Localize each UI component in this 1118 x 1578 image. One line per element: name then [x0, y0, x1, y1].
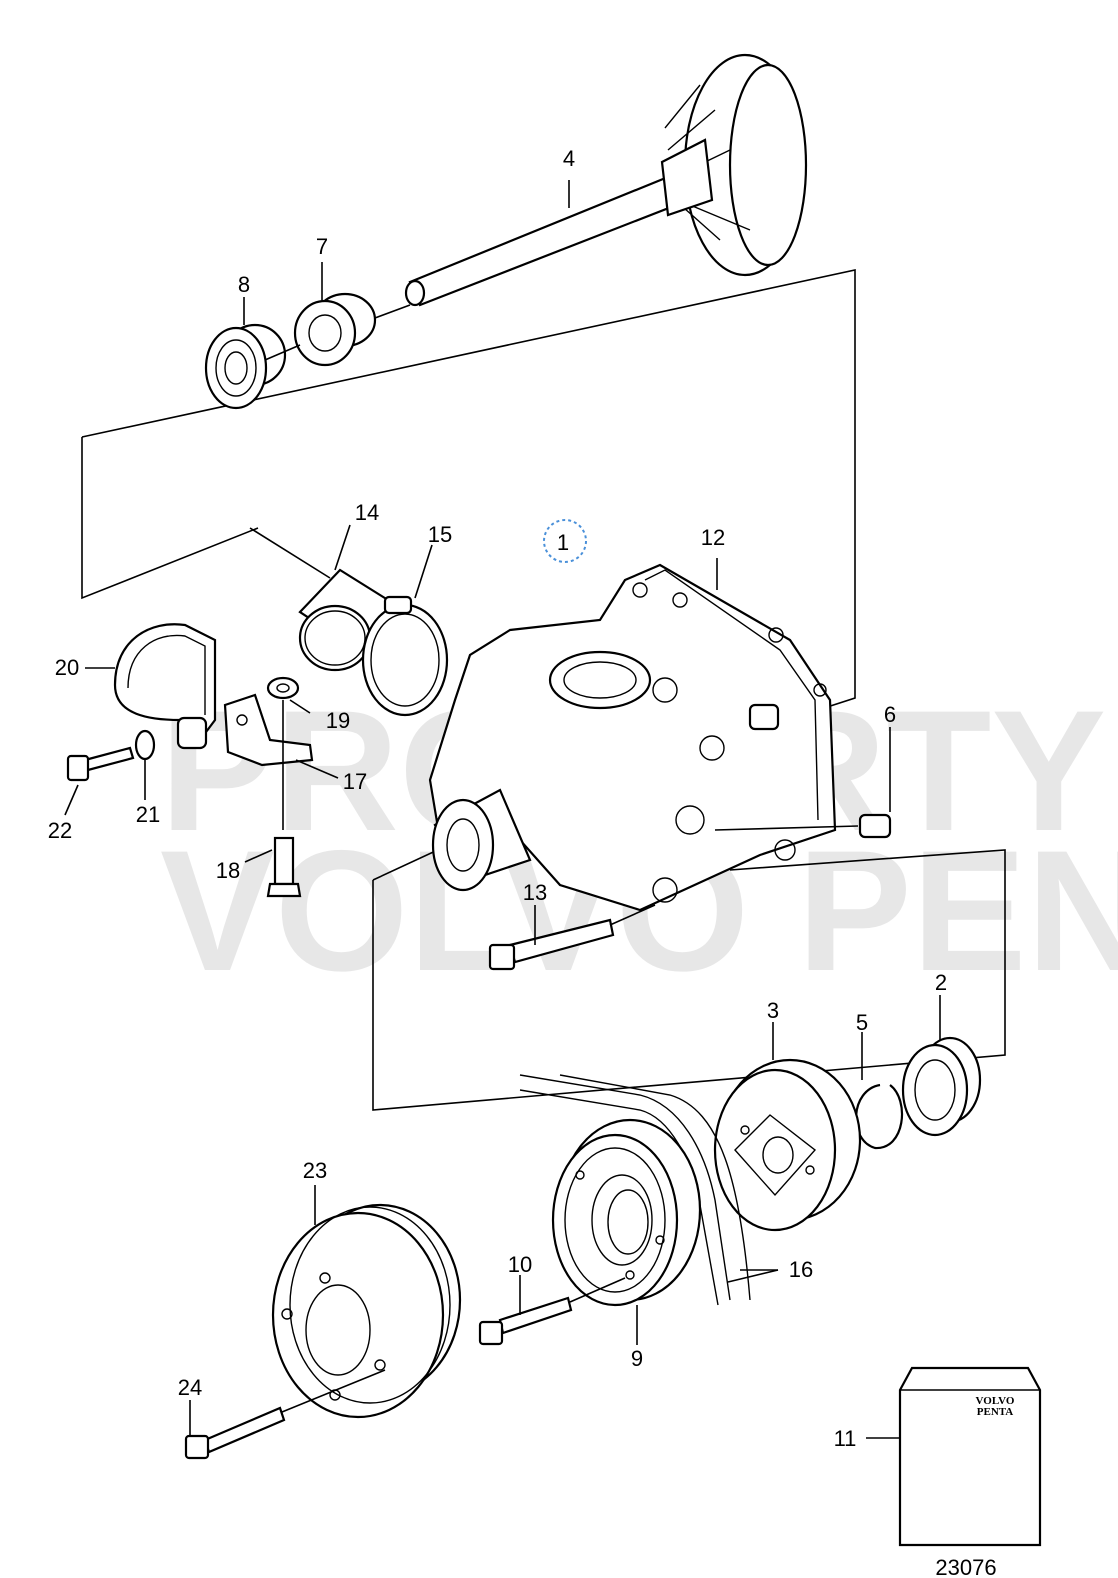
part-19-washer	[266, 676, 311, 714]
label-5[interactable]: 5	[856, 1010, 868, 1035]
part-22-bolt	[64, 746, 135, 816]
label-21[interactable]: 21	[136, 802, 160, 827]
part-10-bolt	[478, 1275, 626, 1346]
volvo-penta-logo: VOLVO PENTA	[976, 1395, 1015, 1418]
label-9[interactable]: 9	[631, 1346, 643, 1371]
part-17-angle-bracket	[223, 693, 339, 779]
part-8-bearing	[204, 297, 301, 410]
label-17[interactable]: 17	[343, 769, 367, 794]
label-13[interactable]: 13	[523, 880, 547, 905]
part-6-plug	[714, 703, 892, 839]
part-18-bolt	[244, 700, 302, 898]
label-8[interactable]: 8	[238, 272, 250, 297]
part-3-hub	[713, 1022, 862, 1232]
label-16[interactable]: 16	[789, 1257, 813, 1282]
label-19[interactable]: 19	[326, 708, 350, 733]
label-7[interactable]: 7	[316, 234, 328, 259]
reference-labels: 1 2 3 4 5 6 7 8 9 10 11 12 13 14 15 16 1…	[48, 146, 997, 1578]
label-2[interactable]: 2	[935, 970, 947, 995]
part-13-bolt	[488, 904, 656, 971]
part-5-circlip	[854, 1032, 904, 1150]
drawing-number: 23076	[935, 1555, 996, 1578]
label-20[interactable]: 20	[55, 655, 79, 680]
label-1[interactable]: 1	[557, 530, 569, 555]
label-3[interactable]: 3	[767, 998, 779, 1023]
label-10[interactable]: 10	[508, 1252, 532, 1277]
logo-line2: PENTA	[977, 1406, 1014, 1418]
label-15[interactable]: 15	[428, 522, 452, 547]
label-23[interactable]: 23	[303, 1158, 327, 1183]
part-21-washer	[134, 729, 156, 800]
part-1-callout-highlight[interactable]	[543, 519, 587, 563]
logo-line1: VOLVO	[976, 1395, 1015, 1407]
label-18[interactable]: 18	[216, 858, 240, 883]
label-12[interactable]: 12	[701, 525, 725, 550]
part-23-pulley	[271, 1185, 462, 1419]
part-2-bearing	[901, 995, 982, 1137]
part-12-pump-housing	[428, 558, 837, 912]
label-22[interactable]: 22	[48, 818, 72, 843]
part-20-bracket-clamp	[85, 623, 217, 750]
part-7-seal	[293, 262, 377, 367]
part-11-kit-envelope: VOLVO PENTA	[866, 1366, 1042, 1547]
label-4[interactable]: 4	[563, 146, 575, 171]
part-14-pipe	[249, 524, 422, 672]
part-15-hose-clamp	[361, 544, 449, 717]
part-9-pulley	[551, 1118, 702, 1345]
label-11[interactable]: 11	[834, 1426, 857, 1451]
label-6[interactable]: 6	[884, 702, 896, 727]
part-24-bolt	[184, 1369, 386, 1460]
label-24[interactable]: 24	[178, 1375, 202, 1400]
label-14[interactable]: 14	[355, 500, 379, 525]
part-4-shaft-impeller	[374, 53, 808, 319]
